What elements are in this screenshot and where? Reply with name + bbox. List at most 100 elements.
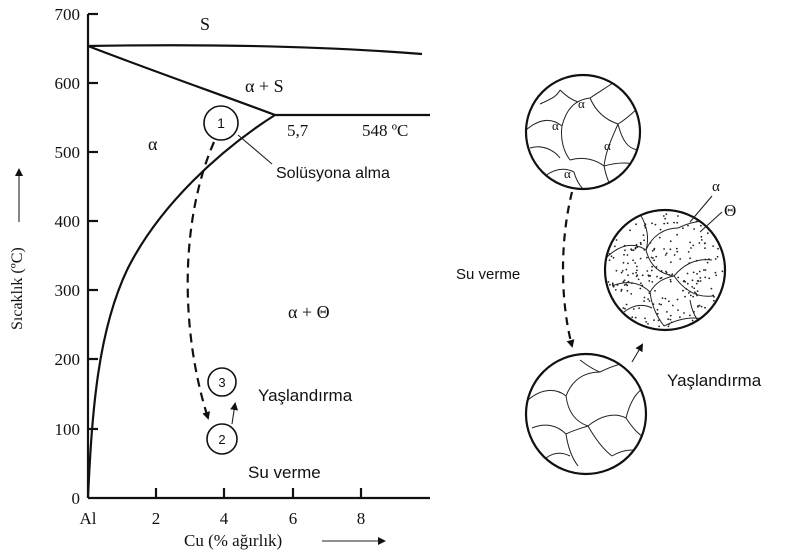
- microstructures: α α α α Su verme: [456, 73, 762, 476]
- precipitate-dot: [693, 228, 695, 230]
- precipitate-dot: [626, 254, 629, 256]
- precipitate-dot: [670, 261, 672, 263]
- precipitate-dot: [664, 297, 667, 300]
- precipitate-dot: [699, 277, 702, 279]
- precipitate-dot: [691, 319, 694, 322]
- precipitate-dot: [698, 242, 701, 244]
- micro-top-border: [524, 73, 642, 191]
- precipitate-dot: [632, 259, 634, 262]
- precipitate-dot: [643, 296, 646, 299]
- step-2-label: 2: [218, 432, 225, 447]
- x-tick-8: 8: [357, 509, 366, 528]
- precipitate-dot: [687, 224, 689, 227]
- precipitate-dot: [665, 252, 668, 255]
- precipitate-dot: [675, 247, 678, 250]
- step-1-circle: [203, 105, 239, 141]
- precipitate-dot: [687, 292, 690, 294]
- precipitate-dot: [639, 287, 642, 290]
- precipitate-dot: [620, 290, 623, 292]
- precipitate-dot: [717, 247, 719, 250]
- precipitate-dot: [704, 306, 706, 309]
- precipitate-dot: [614, 245, 616, 248]
- precipitate-dot: [677, 309, 679, 311]
- precipitate-dot: [660, 303, 662, 306]
- precipitate-dot: [624, 307, 626, 310]
- eutectic-temperature: 548 ºC: [362, 121, 408, 140]
- precipitate-dot: [703, 269, 705, 271]
- y-tick-100: 100: [55, 420, 81, 439]
- precipitate-dot: [634, 262, 637, 264]
- precipitate-dot: [667, 325, 670, 328]
- y-tick-700: 700: [55, 5, 81, 24]
- precipitate-dot: [712, 245, 715, 248]
- precipitate-dot: [608, 259, 611, 261]
- precipitate-dot: [632, 272, 634, 275]
- solution-leader: [237, 134, 273, 165]
- precipitate-dot: [627, 262, 629, 265]
- precipitate-dot: [640, 243, 642, 246]
- precipitate-dot: [623, 279, 626, 282]
- micro-quench-text: Su verme: [456, 266, 520, 283]
- precipitate-dot: [651, 281, 654, 283]
- precipitate-dot: [691, 279, 694, 282]
- precipitate-dot: [713, 299, 715, 302]
- micro-top-alpha-3: α: [604, 138, 611, 153]
- precipitate-dot: [665, 213, 668, 216]
- precipitate-dot: [646, 270, 649, 272]
- precipitate-dot: [672, 304, 674, 307]
- precipitate-dot: [699, 280, 702, 282]
- x-tick-6: 6: [289, 509, 298, 528]
- y-tick-400: 400: [55, 212, 81, 231]
- precipitate-dot: [629, 229, 631, 232]
- precipitate-dot: [653, 259, 655, 262]
- x-tick-al: Al: [80, 509, 97, 528]
- precipitate-dot: [655, 255, 658, 258]
- precipitate-dot: [647, 298, 649, 300]
- precipitate-dot: [644, 317, 646, 320]
- precipitate-dot: [715, 274, 717, 277]
- precipitate-dot: [697, 305, 699, 307]
- y-tick-200: 200: [55, 350, 81, 369]
- precipitate-dot: [611, 282, 614, 285]
- micro-quench-arrow: [561, 191, 575, 348]
- precipitate-dot: [648, 280, 651, 282]
- precipitate-dot: [630, 293, 633, 295]
- y-tick-500: 500: [55, 143, 81, 162]
- precipitate-dot: [651, 250, 654, 252]
- precipitate-dot: [695, 282, 698, 285]
- solution-text: Solüsyona alma: [276, 165, 390, 182]
- alpha-leader: [689, 195, 713, 223]
- precipitate-dot: [669, 280, 672, 283]
- precipitate-dot: [676, 250, 679, 253]
- x-tick-2: 2: [152, 509, 161, 528]
- precipitate-dot: [700, 305, 703, 308]
- precipitate-dot: [640, 282, 642, 285]
- precipitate-dot: [630, 248, 632, 251]
- precipitate-dot: [615, 239, 618, 241]
- precipitate-dot: [682, 227, 684, 230]
- solvus-curve: [86, 114, 276, 499]
- precipitate-dot: [669, 318, 672, 321]
- precipitate-dot: [659, 228, 662, 231]
- micro-top-alpha-4: α: [564, 166, 571, 181]
- quench-text: Su verme: [248, 463, 321, 482]
- precipitate-dot: [665, 271, 668, 274]
- aging-arrow: [230, 402, 239, 425]
- precipitate-dot: [658, 303, 661, 305]
- precipitate-dot: [643, 239, 645, 242]
- precipitate-dot: [651, 265, 653, 268]
- precipitate-dot: [710, 287, 713, 290]
- precipitate-dot: [683, 312, 685, 314]
- precipitate-dot: [664, 217, 667, 220]
- precipitate-dot: [612, 285, 615, 288]
- precipitate-dot: [651, 222, 653, 225]
- precipitate-dot: [648, 275, 650, 277]
- precipitate-dot: [714, 271, 717, 274]
- precipitate-dot: [612, 256, 615, 259]
- precipitate-dot: [639, 241, 642, 244]
- precipitate-dot: [635, 271, 637, 274]
- precipitate-dot: [721, 270, 724, 273]
- micro-bot-border: [524, 352, 648, 476]
- micro-top-alpha-2: α: [552, 118, 559, 133]
